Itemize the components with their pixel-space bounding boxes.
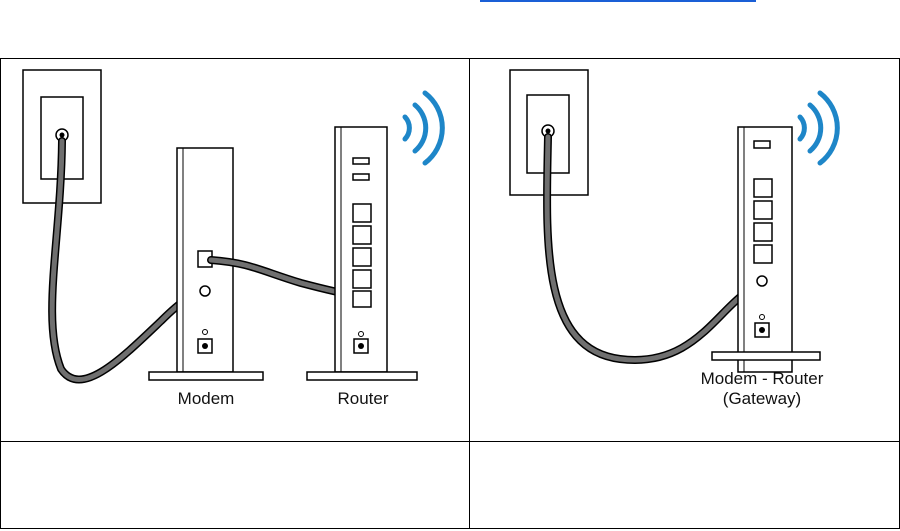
setup-diagram-table: Modem Router bbox=[0, 58, 900, 529]
modem-router-setup-cell: Modem Router bbox=[1, 59, 470, 442]
gateway-label-line1: Modem - Router bbox=[701, 369, 824, 388]
wifi-signal-icon bbox=[405, 93, 442, 163]
wifi-signal-icon bbox=[800, 93, 837, 163]
router-label: Router bbox=[337, 389, 388, 408]
gateway-label-line2: (Gateway) bbox=[723, 389, 801, 408]
gateway-icon bbox=[712, 127, 820, 372]
modem-label: Modem bbox=[178, 389, 235, 408]
right-caption-cell bbox=[470, 442, 900, 529]
modem-and-router-illustration: Modem Router bbox=[1, 59, 470, 441]
gateway-illustration: Modem - Router (Gateway) bbox=[470, 59, 899, 441]
left-caption-cell bbox=[1, 442, 470, 529]
top-hyperlink-underline[interactable] bbox=[480, 0, 756, 2]
router-icon bbox=[307, 127, 417, 380]
gateway-setup-cell: Modem - Router (Gateway) bbox=[470, 59, 900, 442]
